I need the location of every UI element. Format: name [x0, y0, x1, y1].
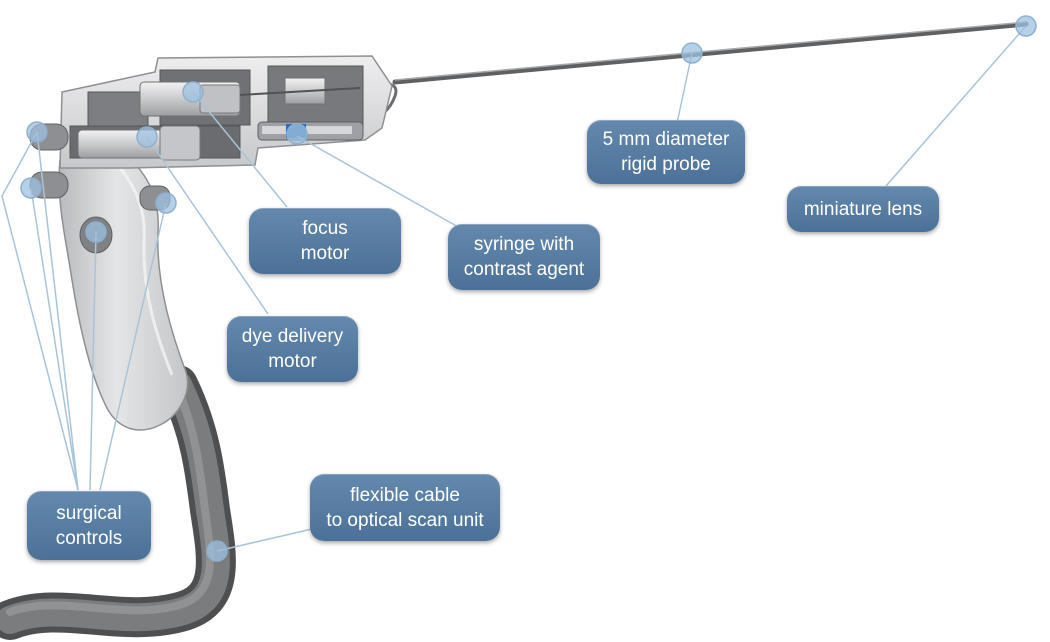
dye-motor-label: dye delivery motor — [227, 316, 358, 382]
cable-label: flexible cable to optical scan unit — [310, 474, 500, 541]
marker-button-grip — [85, 221, 107, 243]
rigid-probe — [359, 21, 1029, 122]
callout-markers — [20, 15, 1037, 562]
marker-probe — [681, 42, 703, 64]
probe-label: 5 mm diameter rigid probe — [587, 120, 745, 184]
marker-button-side — [155, 192, 177, 214]
marker-syringe — [286, 123, 308, 145]
marker-button-mid — [20, 177, 42, 199]
syringe-label: syringe with contrast agent — [448, 224, 600, 290]
marker-cable — [206, 540, 228, 562]
syringe — [257, 121, 364, 141]
marker-dye — [136, 126, 158, 148]
lens-label: miniature lens — [787, 186, 939, 232]
dye-delivery-motor — [77, 125, 201, 161]
leader-lines — [1, 25, 1027, 552]
surgical-controls-label: surgical controls — [27, 491, 151, 560]
focus-motor-label: focus motor — [249, 208, 401, 274]
marker-button-top — [26, 121, 48, 143]
flexible-cable — [0, 365, 236, 640]
marker-focus — [182, 81, 204, 103]
marker-lens — [1015, 15, 1037, 37]
